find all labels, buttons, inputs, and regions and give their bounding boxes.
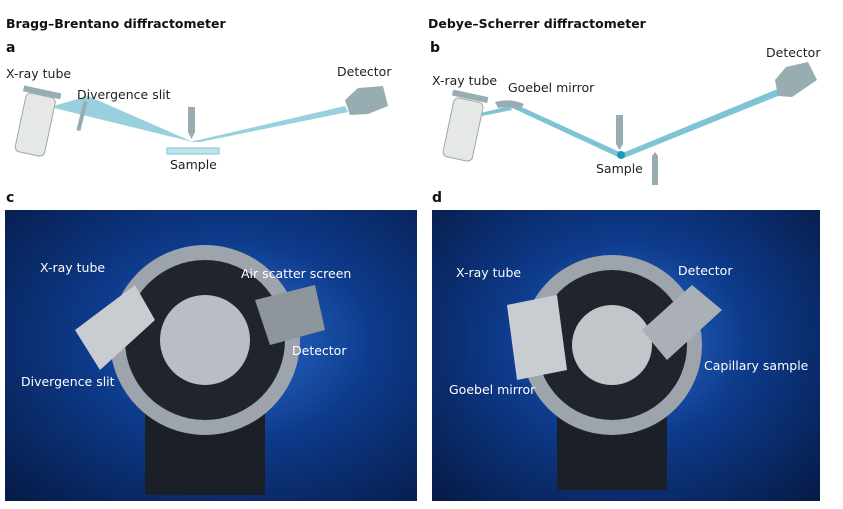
incident-beam	[50, 96, 193, 142]
detector-icon	[775, 62, 817, 97]
incident-beam	[508, 103, 624, 158]
label-detector: Detector	[678, 263, 733, 278]
label-detector: Detector	[337, 64, 392, 79]
label-sample: Sample	[170, 157, 217, 172]
panel-letter-a: a	[6, 40, 16, 56]
sample-plate-icon	[166, 147, 220, 155]
sample-dot-icon	[617, 151, 625, 159]
panel-letter-b: b	[430, 40, 441, 56]
diffracted-beam	[620, 88, 783, 158]
divergence-slit-icon	[76, 100, 88, 132]
panel-letter-c: c	[6, 190, 15, 206]
label-x-ray-tube: X-ray tube	[432, 73, 498, 88]
tube-arm	[507, 295, 567, 380]
bragg-brentano-photo: X-ray tube Air scatter screen Detector D…	[5, 210, 417, 501]
label-x-ray-tube: X-ray tube	[456, 265, 522, 280]
x-ray-tube-icon	[14, 85, 62, 157]
label-goebel-mirror: Goebel mirror	[508, 80, 595, 95]
label-x-ray-tube: X-ray tube	[40, 260, 106, 275]
label-divergence-slit: Divergence slit	[77, 87, 171, 102]
heading-debye-scherrer: Debye–Scherrer diffractometer	[428, 16, 646, 31]
label-capillary-sample: Capillary sample	[704, 358, 809, 373]
diffracted-beam	[190, 106, 348, 142]
knife-edge-icon	[188, 107, 195, 139]
detector-arm	[255, 285, 325, 345]
detector-icon	[345, 86, 388, 115]
label-air-scatter-screen: Air scatter screen	[241, 266, 352, 281]
label-detector: Detector	[766, 45, 821, 60]
detector-arm	[642, 285, 722, 360]
bragg-brentano-diagram: X-ray tube Divergence slit Sample Detect…	[0, 60, 420, 190]
knife-edge-icon	[616, 115, 623, 150]
beam-stop-icon	[652, 152, 658, 185]
label-x-ray-tube: X-ray tube	[6, 66, 72, 81]
debye-scherrer-photo: X-ray tube Detector Capillary sample Goe…	[432, 210, 820, 501]
label-sample: Sample	[596, 161, 643, 176]
x-ray-tube-icon	[442, 89, 489, 162]
debye-scherrer-diagram: X-ray tube Goebel mirror Sample Detector	[420, 40, 843, 190]
heading-bragg-brentano: Bragg–Brentano diffractometer	[6, 16, 226, 31]
label-divergence-slit: Divergence slit	[21, 374, 115, 389]
tube-to-mirror-beam	[476, 106, 512, 117]
tube-arm	[75, 285, 155, 370]
panel-letter-d: d	[432, 190, 443, 206]
label-goebel-mirror: Goebel mirror	[449, 382, 536, 397]
goebel-mirror-icon	[495, 100, 524, 110]
label-detector: Detector	[292, 343, 347, 358]
